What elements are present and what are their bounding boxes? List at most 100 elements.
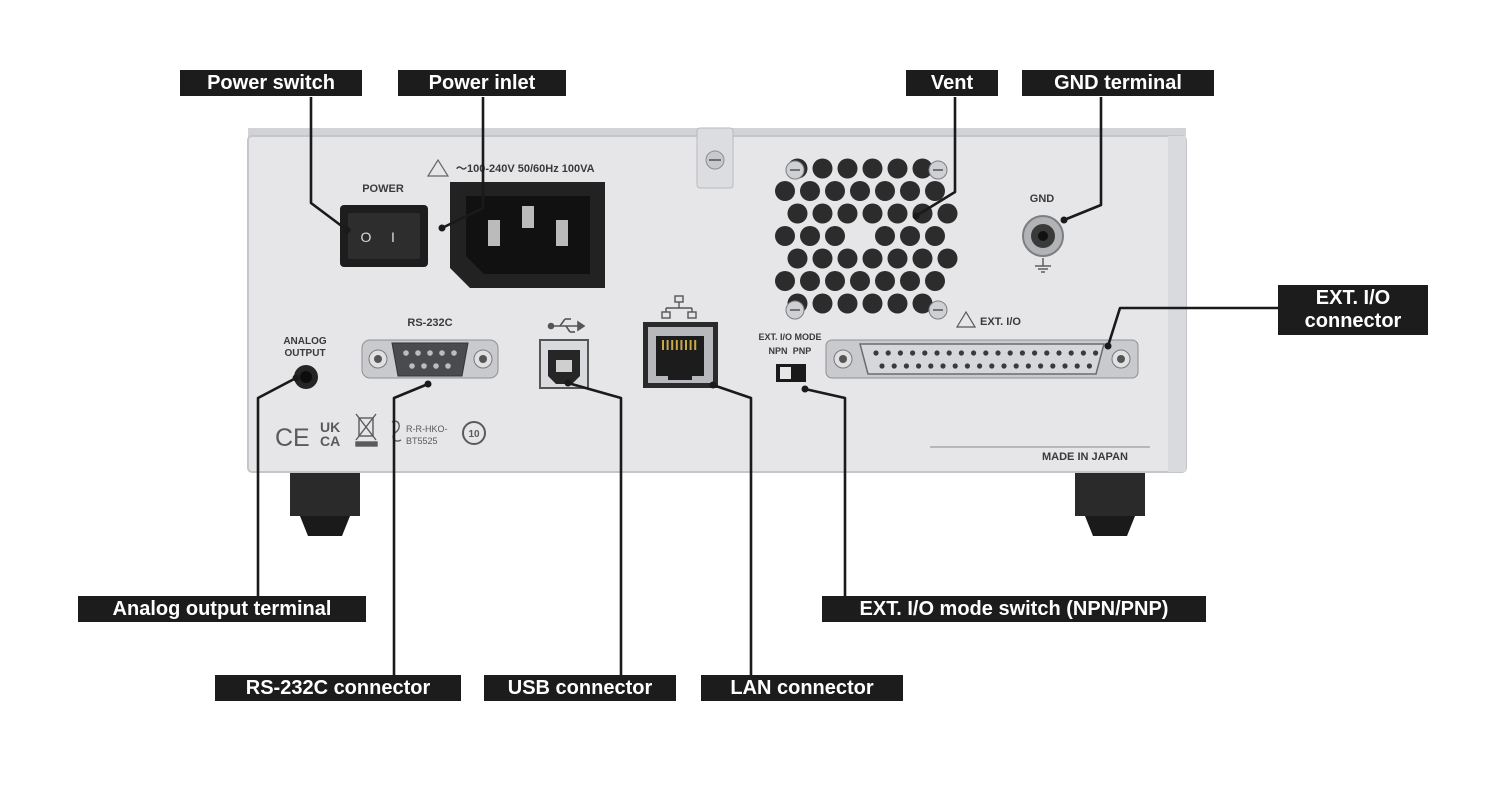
vent-hole — [800, 271, 820, 291]
china-rohs-icon: 10 — [462, 421, 486, 445]
ext-io-pin — [897, 350, 904, 356]
callout-lan-connector: LAN connector — [701, 675, 903, 701]
ext-io-pin — [983, 350, 989, 356]
gnd-label: GND — [1030, 193, 1055, 205]
top-bracket — [696, 127, 734, 189]
lan-icon — [661, 295, 697, 319]
usb-connector[interactable] — [539, 339, 589, 389]
ext-io-pin — [1068, 350, 1074, 356]
ext-io-pin — [1032, 350, 1038, 356]
lan-pins — [662, 340, 697, 350]
ext-io-pin — [879, 363, 885, 369]
vent-hole — [837, 158, 858, 179]
vent-hole — [825, 181, 845, 201]
callout-vent: Vent — [906, 70, 998, 96]
vent — [775, 158, 958, 320]
ext-io-pin — [1025, 363, 1031, 369]
rs232c-pin — [433, 363, 439, 369]
power-inlet[interactable] — [450, 182, 605, 288]
vent-hole — [925, 226, 945, 246]
ext-io-pin — [1044, 350, 1050, 356]
ext-io-pin — [1062, 363, 1068, 369]
leader-power-switch — [309, 97, 348, 232]
callout-analog-output-terminal: Analog output terminal — [78, 596, 366, 622]
vent-hole — [875, 271, 895, 291]
leader-lan — [712, 383, 753, 675]
vent-hole — [887, 293, 908, 314]
made-in-japan: MADE IN JAPAN — [1042, 451, 1128, 463]
leader-mode-switch — [804, 387, 847, 596]
ext-io-pin — [903, 363, 910, 369]
ext-io-pin — [1050, 363, 1056, 369]
vent-hole — [900, 226, 920, 246]
inlet-rating: ～100-240V 50/60Hz 100VA — [456, 163, 595, 175]
ext-io-pin — [910, 350, 916, 356]
ext-io-pin — [946, 350, 952, 356]
vent-hole — [837, 248, 858, 269]
weee-bin-icon — [355, 413, 378, 447]
callout-power-switch: Power switch — [180, 70, 362, 96]
ext-io-pin — [952, 363, 958, 369]
rs232c-pin — [415, 350, 421, 356]
lan-contact — [666, 340, 669, 350]
lan-contact — [685, 340, 687, 350]
vent-hole — [875, 226, 895, 246]
callout-ext-io-mode-switch: EXT. I/O mode switch (NPN/PNP) — [822, 596, 1206, 622]
ext-io-pin — [885, 350, 891, 356]
ext-io-pin — [977, 363, 983, 369]
vent-hole — [900, 271, 920, 291]
analog-label-2: OUTPUT — [284, 348, 325, 359]
lan-contact — [662, 340, 664, 350]
ext-io-pin — [958, 350, 965, 356]
kc-mark-icon — [391, 420, 402, 442]
vent-hole — [775, 226, 795, 246]
leader-analog — [256, 376, 297, 596]
ce-mark: CE — [275, 424, 310, 452]
warning-icon — [426, 158, 450, 177]
rs232c-pin — [445, 363, 451, 369]
gnd-terminal[interactable] — [1022, 215, 1064, 257]
ext-io-pin — [934, 350, 940, 356]
ext-io-pin — [1086, 363, 1092, 369]
vent-hole — [837, 293, 858, 314]
lan-connector[interactable] — [643, 322, 718, 388]
vent-hole — [862, 203, 883, 224]
ext-io-pin — [940, 363, 946, 369]
callout-rs232c-connector: RS-232C connector — [215, 675, 461, 701]
ext-io-pin — [928, 363, 934, 369]
ext-io-pin — [922, 350, 928, 356]
vent-hole — [787, 248, 808, 269]
rs232c-connector[interactable] — [361, 339, 499, 379]
vent-hole — [862, 158, 883, 179]
ext-io-pin — [1074, 363, 1080, 369]
vent-hole — [925, 181, 945, 201]
lan-contact — [689, 340, 692, 350]
ext-io-mode-switch[interactable] — [776, 364, 806, 382]
vent-hole — [812, 248, 833, 269]
leader-gnd — [1063, 97, 1103, 222]
lan-contact — [675, 340, 678, 350]
ukca-mark-2: CA — [320, 433, 340, 449]
ext-io-pin — [995, 350, 1001, 356]
switch-off-glyph: O — [361, 229, 372, 245]
leader-usb — [567, 381, 623, 675]
power-label: POWER — [362, 183, 404, 195]
vent-hole — [800, 226, 820, 246]
ext-io-pin — [891, 363, 897, 369]
power-switch[interactable]: O I — [340, 205, 428, 267]
mode-npn: NPN — [768, 346, 787, 356]
vent-hole — [887, 203, 908, 224]
ext-io-connector[interactable] — [825, 339, 1139, 379]
vent-hole — [837, 203, 858, 224]
kc-code-1: R-R-HKO- — [406, 424, 448, 434]
analog-output-terminal[interactable] — [294, 365, 318, 389]
analog-label-1: ANALOG — [283, 336, 327, 347]
leader-vent — [915, 97, 957, 218]
ext-io-warning-icon — [955, 310, 977, 328]
vent-hole — [825, 271, 845, 291]
vent-hole — [912, 248, 933, 269]
vent-hole — [875, 181, 895, 201]
ground-symbol-icon — [1035, 258, 1051, 273]
leader-ext-io — [1106, 306, 1278, 347]
